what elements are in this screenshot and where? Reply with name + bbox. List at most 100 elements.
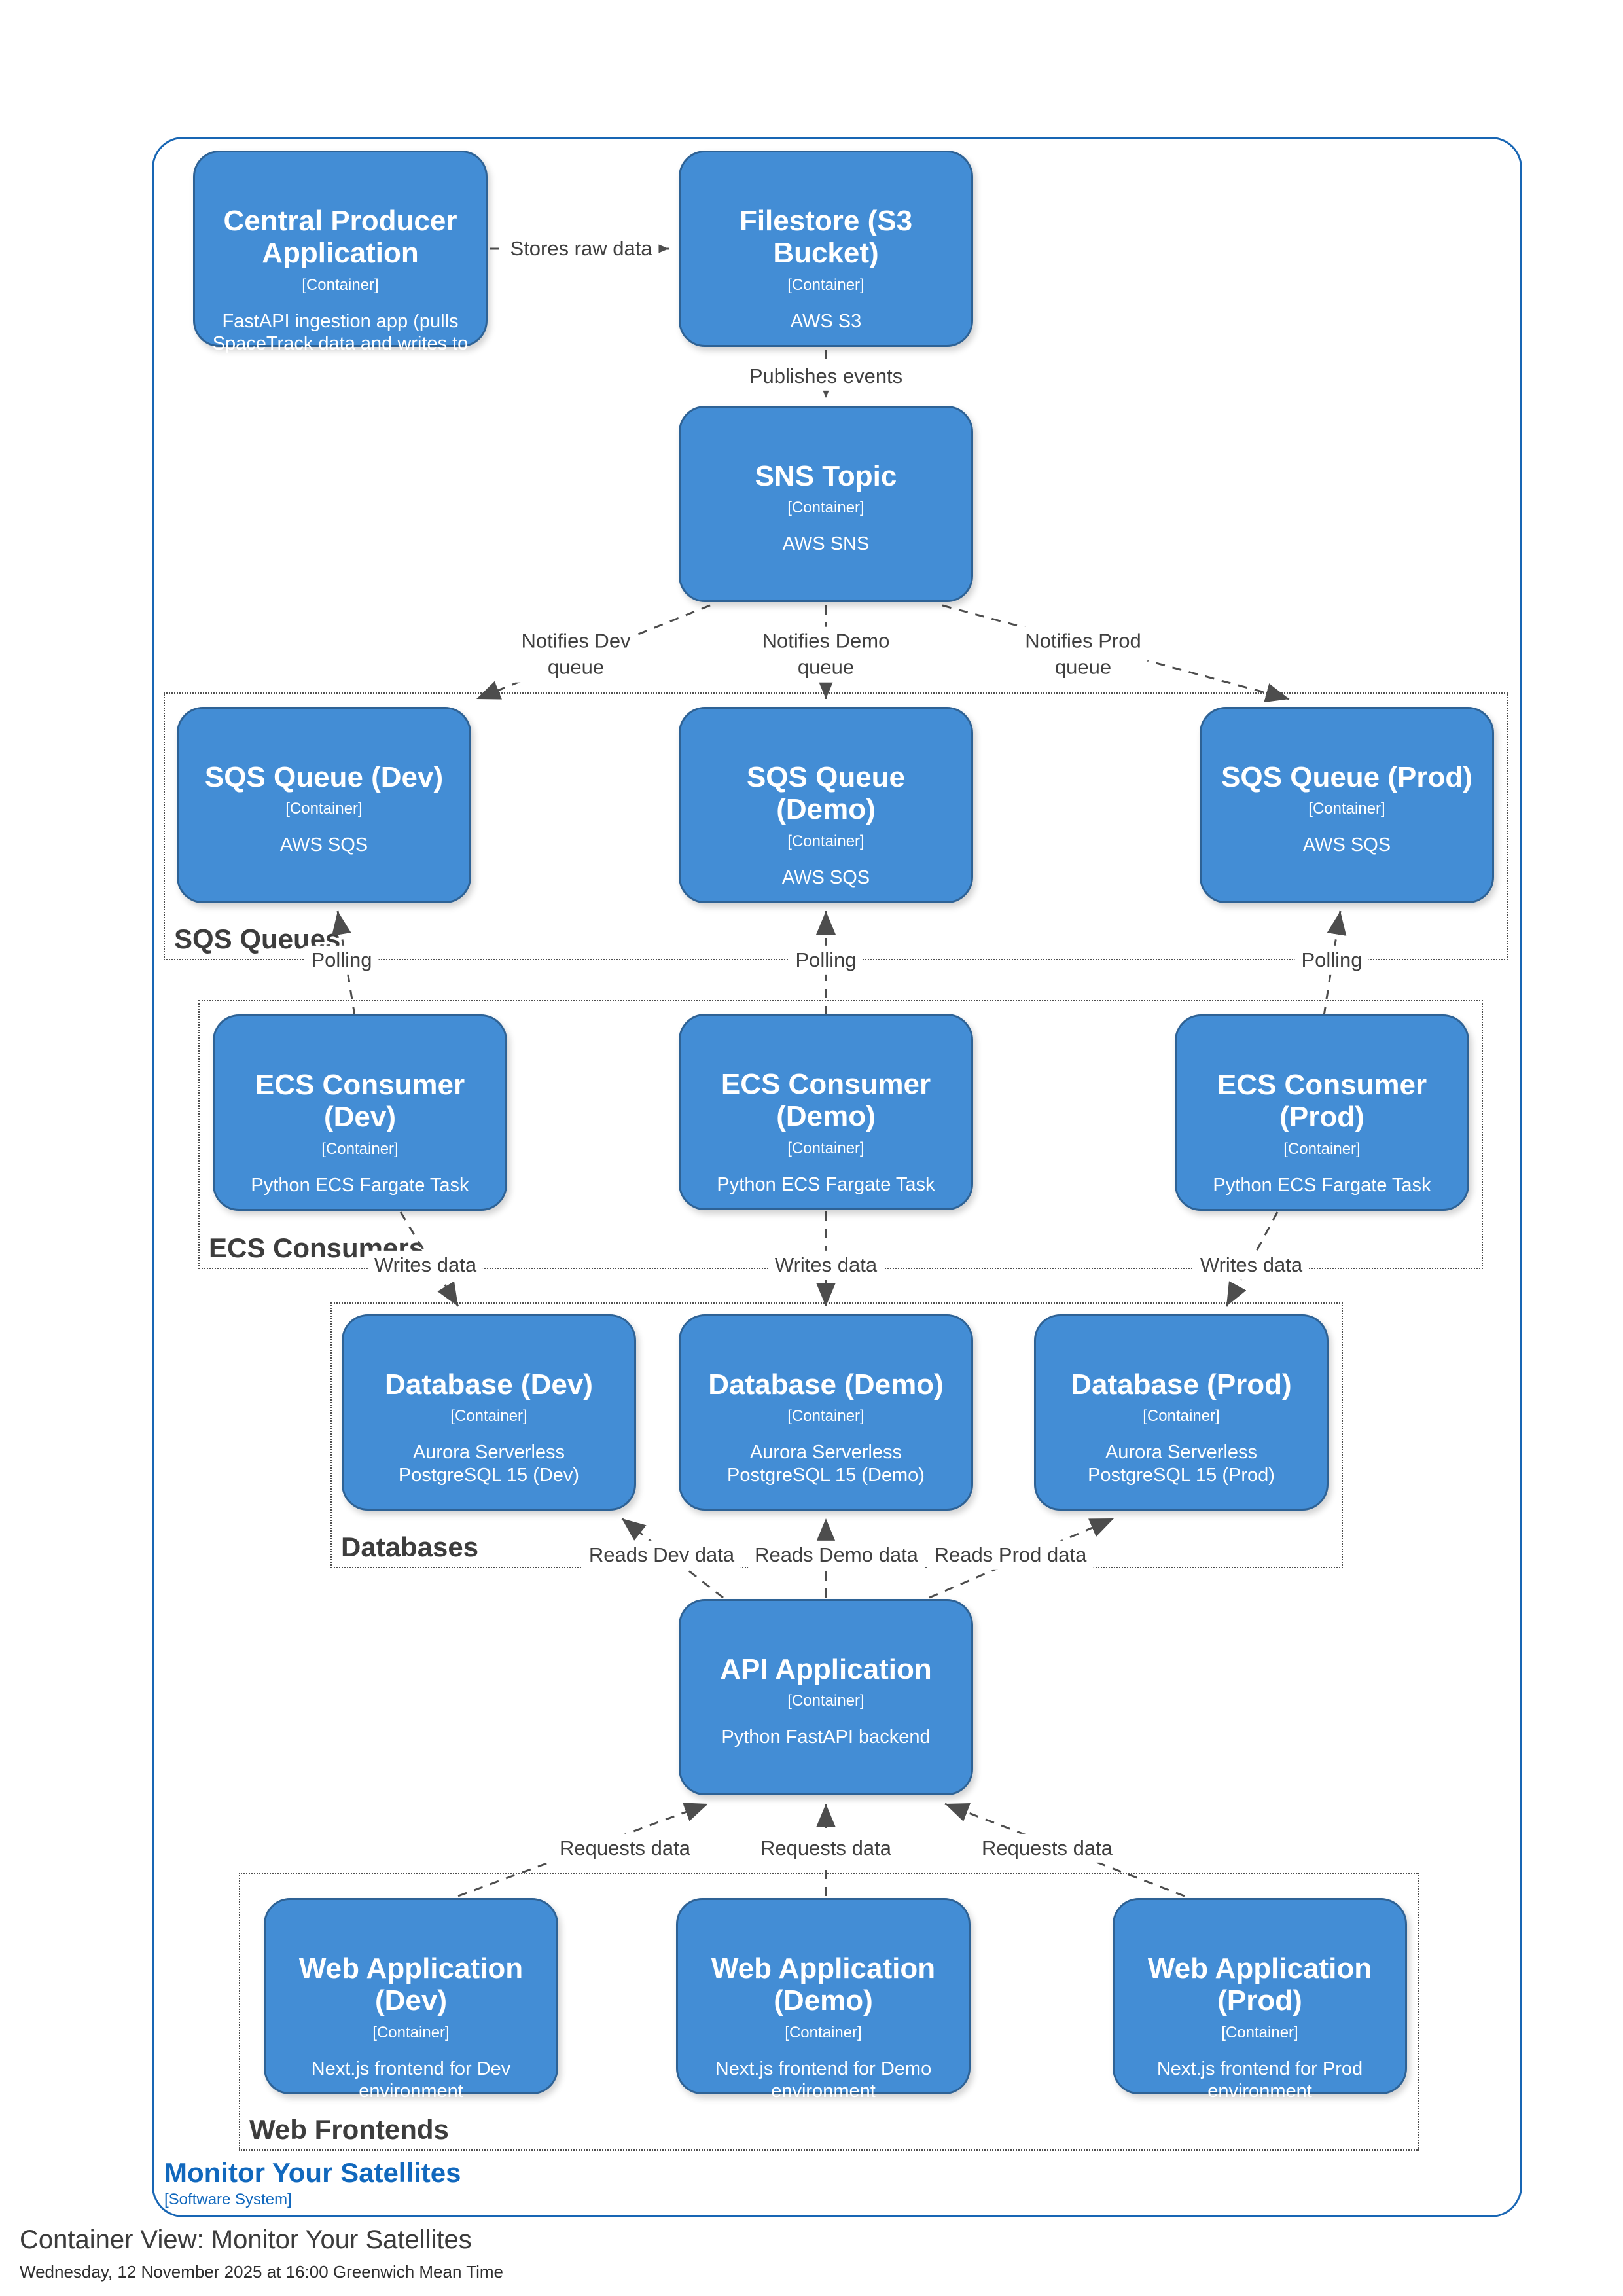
edge-reads-dev xyxy=(621,1517,724,1599)
edge-label-line: Writes data xyxy=(1200,1253,1303,1276)
node-description: AWS SQS xyxy=(279,834,368,856)
edge-label-line: Requests data xyxy=(760,1836,891,1859)
node-type-label: [Container] xyxy=(787,1692,865,1710)
diagram-footer: Container View: Monitor Your Satellites … xyxy=(20,2224,503,2282)
node-type-label: [Container] xyxy=(787,1407,865,1426)
edge-label-notifies-dev: Notifies Dev queue xyxy=(514,626,637,683)
node-title: SQS Queue (Demo) xyxy=(746,761,906,826)
container-node-sns-topic: SNS Topic [Container] AWS SNS xyxy=(679,406,973,602)
node-title: Filestore (S3 Bucket) xyxy=(739,205,913,270)
edge-label-writes-demo: Writes data xyxy=(768,1250,884,1280)
node-title: ECS Consumer (Dev) xyxy=(255,1069,465,1134)
container-node-api-application: API Application [Container] Python FastA… xyxy=(679,1599,973,1795)
group-label-web-frontends: Web Frontends xyxy=(249,2114,449,2145)
container-node-web-demo: Web Application (Demo) [Container] Next.… xyxy=(676,1898,971,2102)
node-type-label: [Container] xyxy=(787,499,865,517)
edge-label-publishes-events: Publishes events xyxy=(742,361,910,391)
container-node-ecs-dev: ECS Consumer (Dev) [Container] Python EC… xyxy=(213,1014,507,1211)
container-node-db-demo: Database (Demo) [Container] Aurora Serve… xyxy=(679,1314,973,1511)
edge-label-line: queue xyxy=(547,656,605,679)
software-system-boundary: Monitor Your Satellites [Software System… xyxy=(152,137,1522,2217)
node-description: Python ECS Fargate Task xyxy=(1213,1174,1431,1196)
node-description: Next.js frontend for Prod environment xyxy=(1156,2058,1363,2102)
container-node-sqs-demo: SQS Queue (Demo) [Container] AWS SQS xyxy=(679,707,973,903)
edge-label-line: Polling xyxy=(311,948,372,971)
node-description: AWS SQS xyxy=(781,867,870,888)
edge-label-line: Writes data xyxy=(374,1253,477,1276)
node-type-label: [Container] xyxy=(785,2023,862,2041)
container-node-ecs-prod: ECS Consumer (Prod) [Container] Python E… xyxy=(1175,1014,1469,1211)
edge-label-stores-raw-data: Stores raw data xyxy=(503,234,659,264)
node-title: Database (Dev) xyxy=(385,1369,593,1401)
container-node-ecs-demo: ECS Consumer (Demo) [Container] Python E… xyxy=(679,1014,973,1210)
node-type-label: [Container] xyxy=(787,1139,865,1157)
node-title: Central Producer Application xyxy=(223,205,457,270)
edge-requests-dev xyxy=(457,1803,709,1897)
node-title: SQS Queue (Prod) xyxy=(1221,761,1472,793)
edge-label-line: Polling xyxy=(795,948,857,971)
node-title: SQS Queue (Dev) xyxy=(204,761,444,793)
container-node-central-producer: Central Producer Application [Container]… xyxy=(193,151,488,377)
container-node-db-prod: Database (Prod) [Container] Aurora Serve… xyxy=(1034,1314,1329,1511)
container-node-sqs-prod: SQS Queue (Prod) [Container] AWS SQS xyxy=(1200,707,1494,903)
edge-label-line: Notifies Dev xyxy=(521,629,631,653)
edge-label-reads-prod: Reads Prod data xyxy=(927,1540,1094,1570)
node-description: Python ECS Fargate Task xyxy=(717,1174,935,1195)
container-node-web-dev: Web Application (Dev) [Container] Next.j… xyxy=(264,1898,558,2102)
container-node-filestore: Filestore (S3 Bucket) [Container] AWS S3 xyxy=(679,151,973,347)
group-ecs-consumers: ECS Consumers xyxy=(198,1000,1483,1269)
node-title: Web Application (Dev) xyxy=(298,1952,524,2017)
edge-label-line: Notifies Prod xyxy=(1025,629,1141,653)
node-title: Web Application (Prod) xyxy=(1147,1952,1372,2017)
node-type-label: [Container] xyxy=(450,1407,527,1426)
node-title: ECS Consumer (Prod) xyxy=(1217,1069,1427,1134)
container-node-web-prod: Web Application (Prod) [Container] Next.… xyxy=(1113,1898,1407,2102)
edge-label-line: Requests data xyxy=(982,1836,1113,1859)
node-description: Aurora Serverless PostgreSQL 15 (Demo) xyxy=(727,1442,925,1486)
software-system-type-label: [Software System] xyxy=(164,2191,292,2208)
software-system-label-block: Monitor Your Satellites [Software System… xyxy=(164,2157,461,2209)
node-description: Aurora Serverless PostgreSQL 15 (Prod) xyxy=(1088,1442,1275,1486)
edge-label-polling-demo: Polling xyxy=(789,945,863,975)
node-title: Database (Prod) xyxy=(1071,1369,1292,1401)
container-node-sqs-dev: SQS Queue (Dev) [Container] AWS SQS xyxy=(177,707,471,903)
edge-label-line: Stores raw data xyxy=(510,236,652,260)
edge-label-writes-prod: Writes data xyxy=(1193,1250,1310,1280)
node-description: Aurora Serverless PostgreSQL 15 (Dev) xyxy=(398,1442,580,1486)
node-type-label: [Container] xyxy=(321,1139,399,1158)
edge-label-line: queue xyxy=(1054,656,1112,679)
edge-label-reads-demo: Reads Demo data xyxy=(748,1540,925,1570)
edge-label-reads-dev: Reads Dev data xyxy=(582,1540,741,1570)
container-node-db-dev: Database (Dev) [Container] Aurora Server… xyxy=(342,1314,636,1511)
edge-label-requests-dev: Requests data xyxy=(553,1833,697,1863)
node-type-label: [Container] xyxy=(787,832,865,850)
edge-label-line: Reads Dev data xyxy=(588,1543,735,1566)
edge-label-writes-dev: Writes data xyxy=(367,1250,484,1280)
edge-label-line: Reads Prod data xyxy=(934,1543,1087,1566)
edge-label-requests-prod: Requests data xyxy=(975,1833,1119,1863)
edge-label-line: Requests data xyxy=(560,1836,690,1859)
node-type-label: [Container] xyxy=(285,800,363,818)
edge-label-line: Polling xyxy=(1301,948,1363,971)
node-type-label: [Container] xyxy=(1221,2023,1298,2041)
diagram-timestamp: Wednesday, 12 November 2025 at 16:00 Gre… xyxy=(20,2262,504,2282)
edge-label-requests-demo: Requests data xyxy=(754,1833,898,1863)
edge-label-notifies-prod: Notifies Prod queue xyxy=(1018,626,1148,683)
node-title: ECS Consumer (Demo) xyxy=(721,1068,931,1133)
diagram-title: Container View: Monitor Your Satellites xyxy=(20,2225,472,2254)
edge-label-line: Writes data xyxy=(774,1253,878,1276)
node-title: SNS Topic xyxy=(755,460,897,492)
node-type-label: [Container] xyxy=(1308,800,1385,818)
node-type-label: [Container] xyxy=(1283,1139,1361,1158)
node-description: AWS S3 xyxy=(790,310,862,332)
edge-label-line: queue xyxy=(797,656,855,679)
node-type-label: [Container] xyxy=(302,276,379,294)
node-type-label: [Container] xyxy=(372,2023,450,2041)
software-system-title: Monitor Your Satellites xyxy=(164,2157,461,2188)
edge-requests-prod xyxy=(944,1803,1185,1897)
node-description: Python FastAPI backend xyxy=(721,1727,931,1748)
node-title: API Application xyxy=(720,1653,932,1685)
node-type-label: [Container] xyxy=(787,276,865,294)
edge-label-polling-prod: Polling xyxy=(1294,945,1369,975)
edge-label-line: Notifies Demo xyxy=(762,629,890,653)
